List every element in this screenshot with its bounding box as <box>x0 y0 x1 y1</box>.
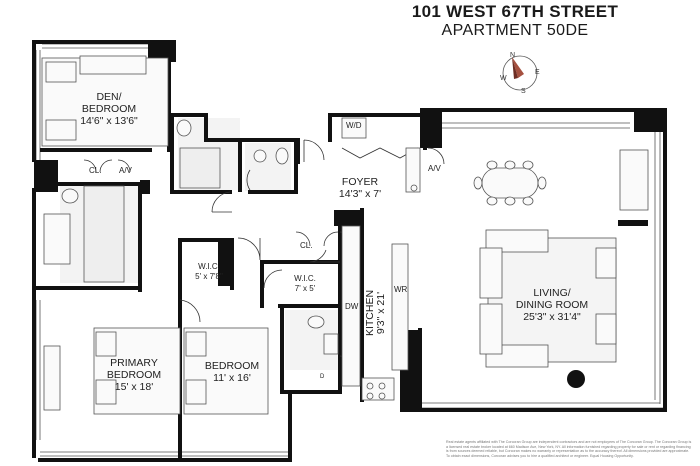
legal-disclaimer: Real estate agents affiliated with The C… <box>446 440 692 458</box>
sofa-top-icon <box>485 229 549 253</box>
room-foyer: FOYER 14'3" x 7' <box>324 176 396 200</box>
room-wic-1: W.I.C. 5' x 7'8" <box>184 262 234 282</box>
room-dimensions: 14'6" x 13'6" <box>80 115 138 127</box>
toilet-icon <box>275 147 289 165</box>
toilet-icon <box>176 119 192 137</box>
room-name: FOYER <box>341 176 379 188</box>
room-name: W.I.C. <box>198 262 220 271</box>
compass-e: E <box>535 69 540 76</box>
room-name: LIVING/ <box>533 287 571 299</box>
closet-label: CL. <box>89 166 102 175</box>
room-dimensions: 25'3" x 31'4" <box>523 311 581 323</box>
compass-w: W <box>500 75 507 82</box>
room-dimensions: 5' x 7'8" <box>195 272 223 281</box>
building-address: 101 WEST 67TH STREET <box>411 2 619 21</box>
room-dimensions: 11' x 16' <box>213 372 251 384</box>
room-dimensions: 9'3" x 21' <box>375 291 387 335</box>
toilet-icon <box>61 188 79 204</box>
compass-n: N <box>510 52 515 59</box>
av-label: A/V <box>119 166 132 175</box>
washer-dryer-icon <box>341 117 367 139</box>
room-dimensions: 14'3" x 7' <box>338 188 382 200</box>
washer-dryer-label: W/D <box>346 121 362 130</box>
apartment-unit: APARTMENT 50DE <box>441 22 589 39</box>
sideboard-icon <box>619 149 649 211</box>
room-dimensions: 15' x 18' <box>114 381 154 393</box>
room-wic-2: W.I.C. 7' x 5' <box>282 274 328 294</box>
room-name: DEN/ <box>96 91 122 103</box>
dishwasher-label: DW <box>345 302 359 311</box>
compass-icon: N E S W <box>500 52 540 95</box>
living-rug-icon <box>487 237 617 363</box>
room-living-dining: LIVING/ DINING ROOM 25'3" x 31'4" <box>510 287 594 323</box>
structural-column-icon <box>567 370 585 388</box>
furniture <box>41 55 649 415</box>
room-bedroom: BEDROOM 11' x 16' <box>196 360 268 384</box>
room-name: BEDROOM <box>106 369 162 381</box>
dryer-label: D <box>320 374 325 380</box>
room-kitchen: KITCHEN 9'3" x 21' <box>364 273 387 353</box>
compass-s: S <box>521 88 526 95</box>
toilet-icon <box>307 315 325 329</box>
dining-table-icon <box>481 167 539 199</box>
wine-refrigerator-label: WR <box>394 285 408 294</box>
room-name: BEDROOM <box>81 103 137 115</box>
room-name: W.I.C. <box>294 274 316 283</box>
room-den: DEN/ BEDROOM 14'6" x 13'6" <box>68 91 150 127</box>
av-label: A/V <box>428 164 441 173</box>
kitchen-island-icon <box>391 243 409 371</box>
room-dimensions: 7' x 5' <box>294 284 316 293</box>
room-primary-bedroom: PRIMARY BEDROOM 15' x 18' <box>94 357 174 393</box>
sink-icon <box>253 149 267 163</box>
room-name: PRIMARY <box>110 357 158 369</box>
room-name: BEDROOM <box>204 360 260 372</box>
closet-label: CL. <box>300 241 313 250</box>
room-name: DINING ROOM <box>515 299 589 311</box>
bathtub-icon <box>83 185 125 283</box>
